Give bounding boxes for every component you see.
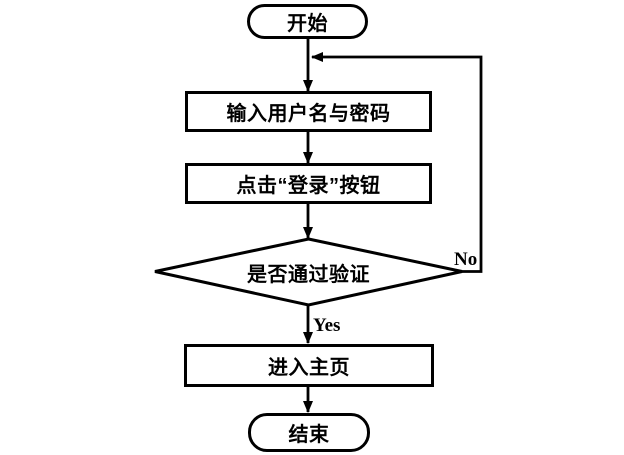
end-node: 结束 bbox=[248, 413, 370, 452]
decision-node: 是否通过验证 bbox=[155, 239, 462, 305]
no-edge-label: No bbox=[454, 249, 478, 270]
enter-homepage-node: 进入主页 bbox=[184, 344, 434, 387]
enter-homepage-label: 进入主页 bbox=[268, 357, 350, 379]
start-node: 开始 bbox=[247, 4, 368, 39]
decision-diamond-shape bbox=[154, 237, 463, 307]
input-credentials-node: 输入用户名与密码 bbox=[185, 91, 432, 132]
yes-edge-label: Yes bbox=[313, 315, 341, 336]
decision-node-label: 是否通过验证 bbox=[247, 263, 370, 286]
input-credentials-label: 输入用户名与密码 bbox=[226, 103, 391, 125]
click-login-node: 点击“登录”按钮 bbox=[185, 163, 432, 204]
edge-no-loopback bbox=[311, 52, 483, 273]
start-node-label: 开始 bbox=[287, 13, 328, 35]
click-login-label: 点击“登录”按钮 bbox=[236, 175, 381, 197]
end-node-label: 结束 bbox=[288, 424, 330, 446]
